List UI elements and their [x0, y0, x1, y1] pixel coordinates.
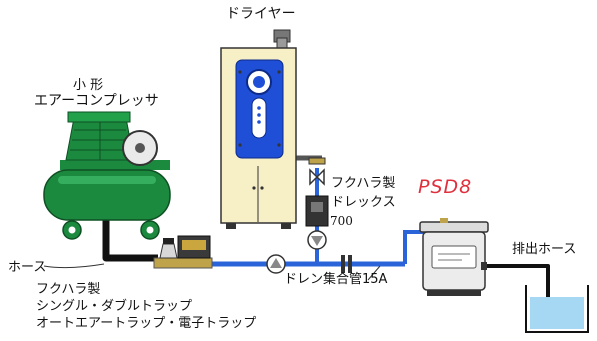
hose-label: ホース — [8, 260, 47, 275]
drain-container — [525, 285, 589, 333]
dlex-maker-label: フクハラ製 — [331, 176, 396, 191]
main-check-valve — [266, 254, 286, 274]
compressor-base-plate — [60, 160, 170, 170]
drain-pipe-label: ドレン集合管15A — [284, 272, 388, 287]
exhaust-hose-label: 排出ホース — [512, 242, 577, 257]
compressor-small-label: 小 形 — [73, 78, 104, 93]
psd8-label: PSD8 — [418, 176, 473, 198]
compressor-label: エアーコンプレッサ — [34, 93, 159, 109]
drain-pipe-leader — [367, 265, 381, 281]
psd8-label-panel — [431, 245, 477, 269]
trap-line1-label: シングル・ダブルトラップ — [36, 299, 193, 314]
exhaust-hose-line — [483, 264, 550, 297]
dlex-700-unit — [305, 195, 329, 227]
hose-leader-line — [43, 263, 105, 269]
compressor-cylinder-top — [67, 111, 131, 123]
pipe-network — [43, 155, 550, 297]
riser-check-valve — [307, 230, 327, 250]
pipe-union — [341, 255, 352, 273]
compressor-flywheel-hub — [135, 143, 145, 153]
compressor-hose — [102, 213, 158, 262]
dryer-unit — [220, 29, 297, 229]
psd-inlet-pipe — [403, 230, 425, 264]
dryer-label: ドライヤー — [226, 6, 296, 22]
container-outline — [525, 285, 589, 333]
air-compressor — [43, 111, 171, 240]
compressor-pump-head — [65, 117, 101, 161]
psd8-unit — [419, 218, 489, 296]
psd8-lid — [419, 221, 489, 233]
dryer-window — [251, 97, 267, 139]
compressor-tank-highlight — [58, 176, 156, 184]
trap-base — [153, 257, 213, 269]
container-water — [530, 297, 584, 329]
dlex-label: ドレックス — [331, 195, 396, 210]
trap-maker-label: フクハラ製 — [36, 282, 101, 297]
riser-ball-valve — [308, 157, 326, 186]
trap-line2-label: オートエアートラップ・電子トラップ — [36, 316, 257, 331]
drain-trap-unit — [153, 235, 213, 269]
dlex-model-label: 700 — [330, 214, 353, 228]
trap-small-body — [159, 243, 178, 259]
